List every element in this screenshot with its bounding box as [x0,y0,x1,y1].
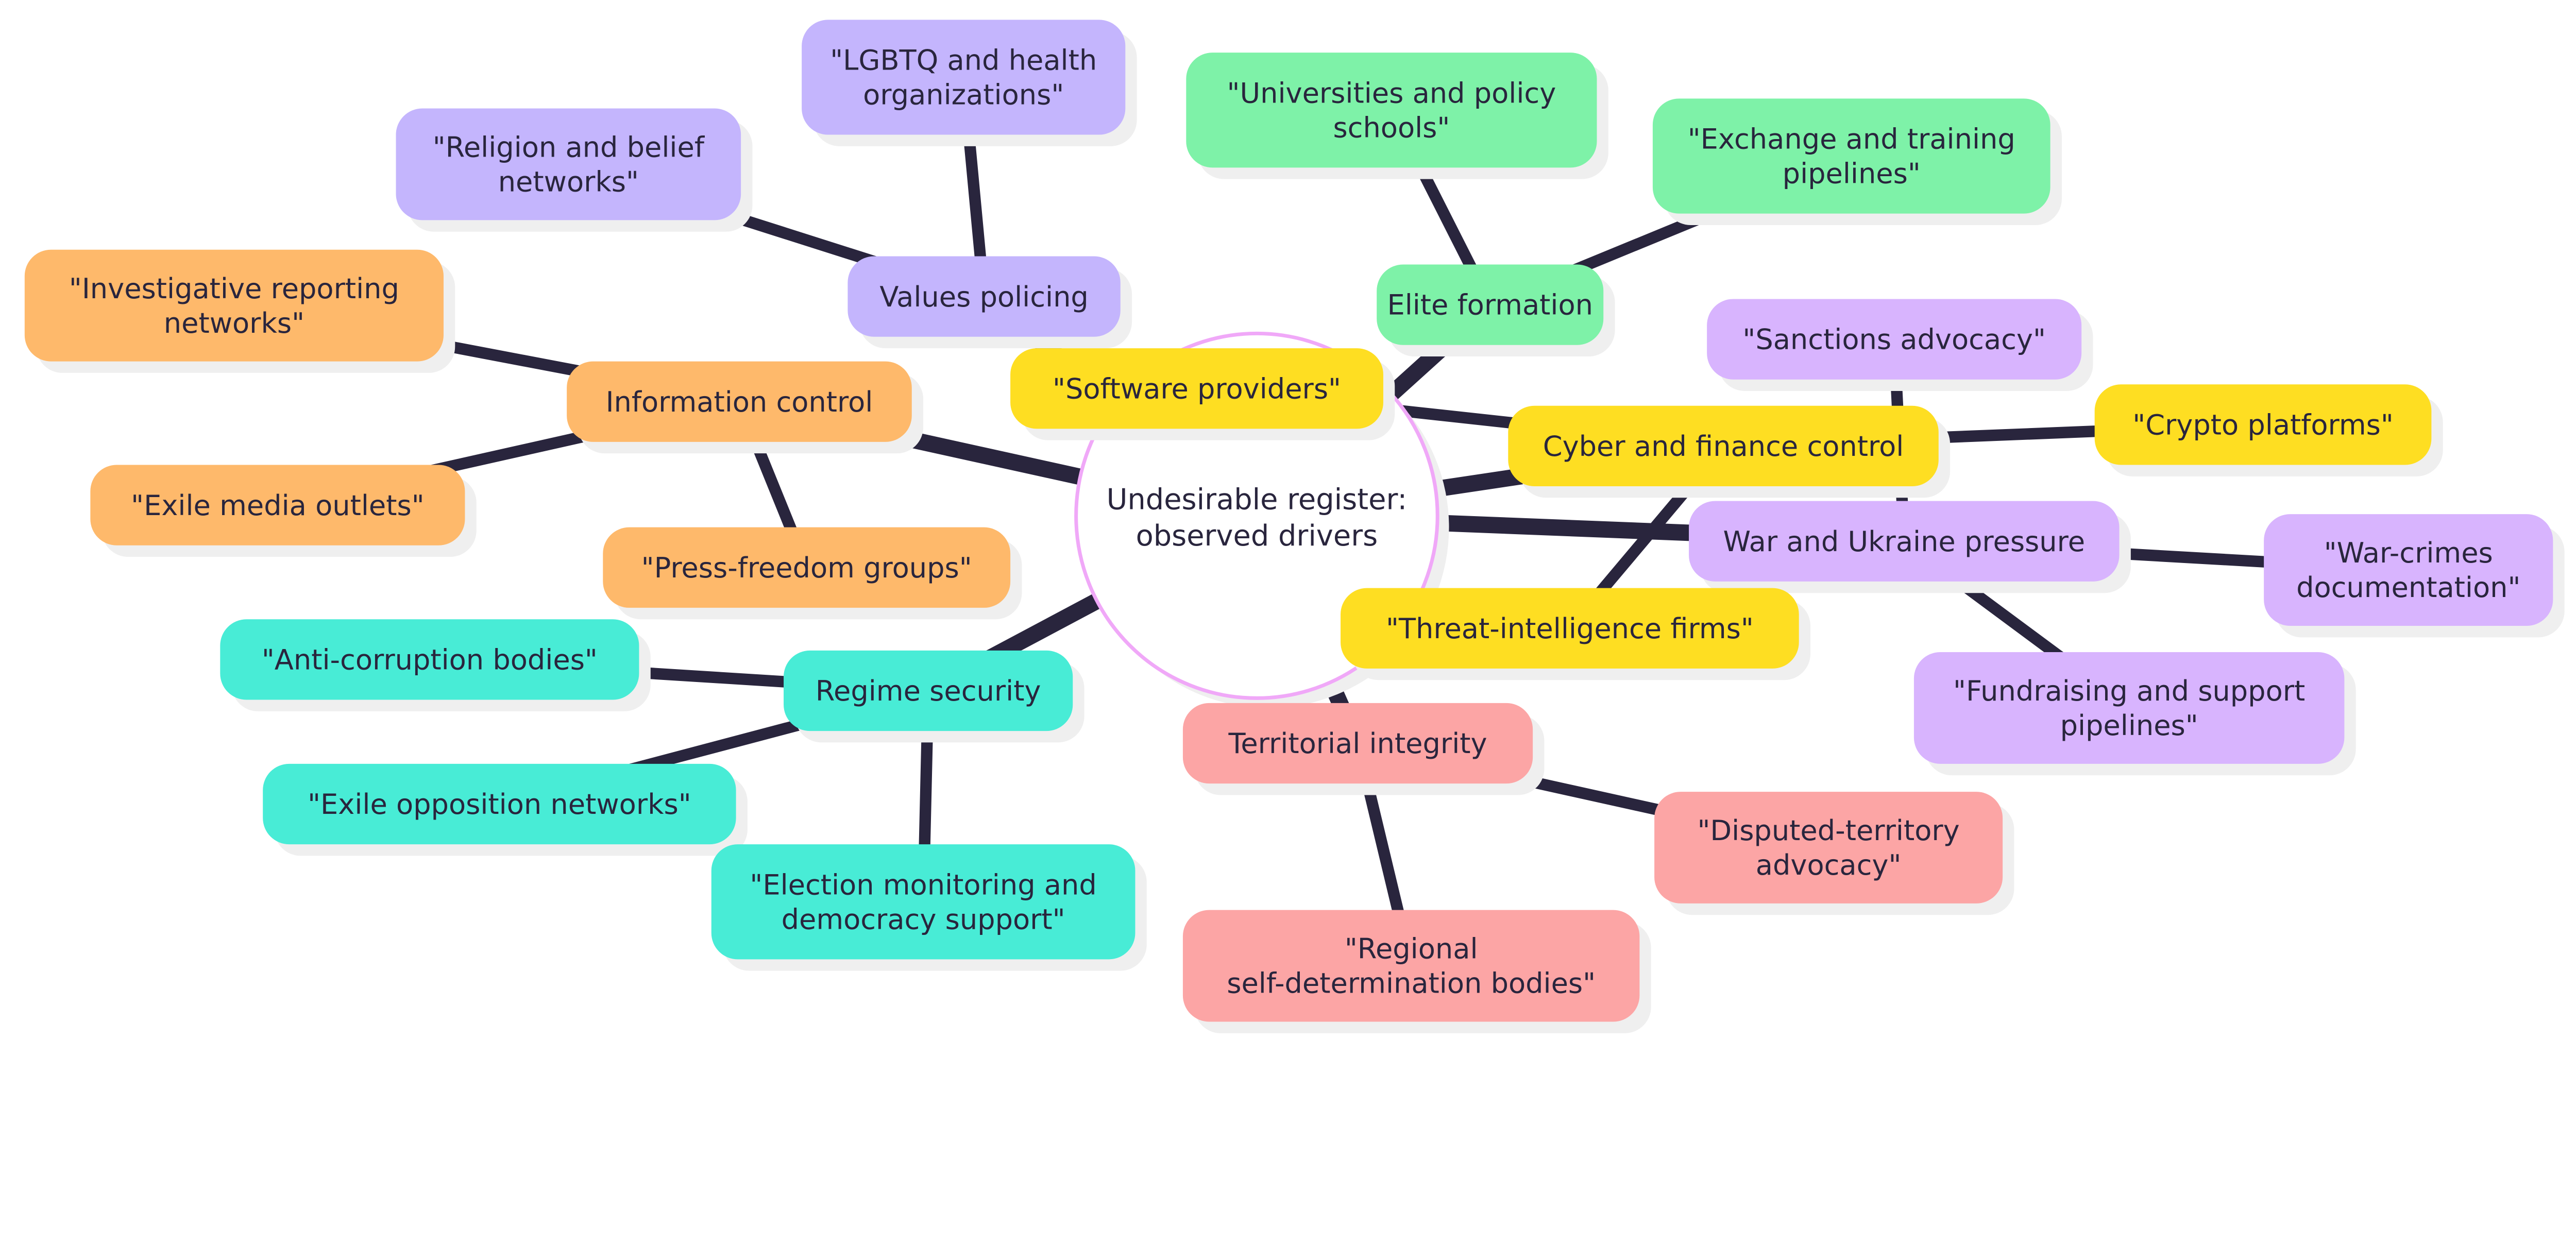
node-box [711,844,1136,960]
node-box [1689,501,2120,582]
node-box [1707,299,2082,380]
node-elite[interactable]: Elite formation [1377,264,1615,357]
node-label: "Religion and belief [433,131,705,164]
node-label: "Threat-intelligence firms" [1386,612,1754,645]
node-box [90,465,465,545]
node-software[interactable]: "Software providers" [1010,348,1395,440]
node-label: Regime security [816,675,1041,707]
node-box [1182,910,1640,1022]
node-label: "Disputed-territory [1698,814,1960,847]
center-label-line-1: Undesirable register: [1107,483,1408,517]
node-box [2264,514,2553,626]
node-box [1186,53,1597,168]
node-label: pipelines" [1783,158,1921,190]
node-threat[interactable]: "Threat-intelligence firms" [1341,588,1811,680]
node-label: schools" [1333,111,1450,144]
node-box [848,256,1121,337]
node-label: "Investigative reporting [69,272,399,305]
node-label: "Election monitoring and [750,868,1096,901]
node-label: "Universities and policy [1227,77,1556,109]
node-label: networks" [164,307,304,339]
node-exile-opposition[interactable]: "Exile opposition networks" [263,763,748,856]
node-box [396,108,741,220]
node-label: "Regional [1345,933,1478,965]
node-label: organizations" [863,79,1064,111]
node-box [24,249,444,362]
node-box [1010,348,1383,429]
node-label: "Exchange and training [1688,123,2015,156]
node-values[interactable]: Values policing [848,256,1132,349]
node-cyber[interactable]: Cyber and finance control [1508,405,1951,498]
node-sanctions[interactable]: "Sanctions advocacy" [1707,299,2093,391]
node-box [220,619,639,700]
node-label: self-determination bodies" [1227,967,1596,1000]
node-label: Values policing [879,281,1089,313]
node-information[interactable]: Information control [567,361,924,454]
node-label: "LGBTQ and health [830,44,1097,77]
node-box [1341,588,1799,669]
node-crypto[interactable]: "Crypto platforms" [2094,384,2443,476]
node-territorial[interactable]: Territorial integrity [1182,703,1545,795]
center-label-line-2: observed drivers [1136,519,1378,553]
node-regime[interactable]: Regime security [784,650,1084,743]
node-label: "Exile media outlets" [131,489,424,522]
node-box [2094,384,2432,465]
node-label: Territorial integrity [1228,727,1487,760]
node-box [784,650,1073,731]
node-label: documentation" [2296,571,2520,604]
node-box [1508,405,1939,486]
node-label: "Sanctions advocacy" [1742,323,2046,356]
node-label: War and Ukraine pressure [1723,525,2086,558]
node-label: Elite formation [1387,289,1593,321]
nodes: Values policing "LGBTQ and healthorganiza… [24,20,2565,1033]
node-label: pipelines" [2060,709,2198,742]
node-box [263,763,736,845]
node-anticorruption[interactable]: "Anti-corruption bodies" [220,619,651,711]
node-box [1377,264,1604,345]
node-box [1182,703,1533,784]
node-label: "Crypto platforms" [2132,409,2394,441]
node-press[interactable]: "Press-freedom groups" [603,527,1022,620]
node-exile-media[interactable]: "Exile media outlets" [90,465,477,557]
node-label: "Anti-corruption bodies" [262,644,598,676]
node-label: networks" [498,166,639,198]
node-label: "War-crimes [2324,537,2493,569]
mindmap-diagram: Undesirable register: observed drivers V… [24,20,2565,1033]
node-label: Information control [606,386,873,418]
node-box [567,361,912,442]
node-label: "Exile opposition networks" [308,788,691,821]
node-war[interactable]: War and Ukraine pressure [1689,501,2131,593]
node-label: "Press-freedom groups" [641,552,972,584]
node-box [1652,98,2050,214]
node-label: democracy support" [782,903,1065,935]
node-label: "Fundraising and support [1953,675,2305,707]
node-box [1654,792,2003,903]
node-box [603,527,1011,608]
node-box [1913,652,2345,764]
node-box [802,20,1126,135]
node-label: Cyber and finance control [1543,430,1904,463]
node-label: advocacy" [1756,849,1902,881]
node-label: "Software providers" [1053,372,1341,405]
